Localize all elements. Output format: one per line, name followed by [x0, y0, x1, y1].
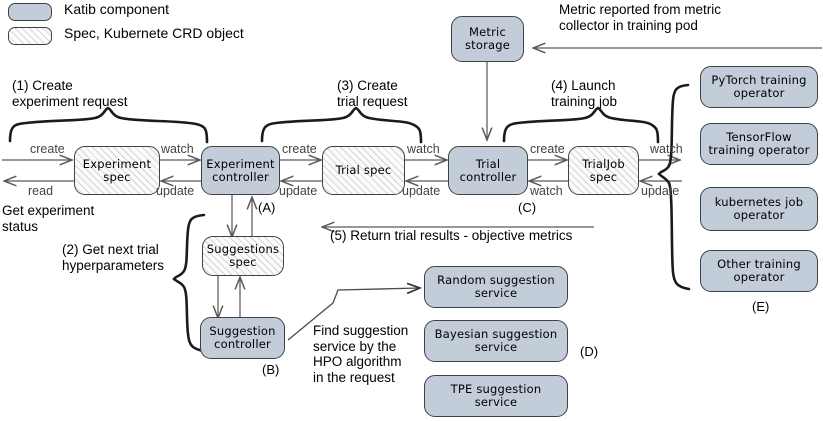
node-suggestion-controller-label: Suggestion controller: [209, 324, 276, 351]
node-other-training-operator-label: Other training operator: [717, 257, 801, 284]
edge-label-update-3: update: [402, 184, 441, 198]
annotation-step4: (4) Launch training job: [551, 78, 618, 109]
node-trial-controller-label: Trial controller: [459, 156, 517, 184]
annotation-find-suggestion-service: Find suggestion service by the HPO algor…: [313, 323, 409, 385]
node-tensorflow-training-operator[interactable]: TensorFlow training operator: [700, 123, 818, 165]
node-metric-storage[interactable]: Metric storage: [451, 16, 524, 62]
node-suggestions-spec-label: Suggestions spec: [206, 242, 280, 269]
node-random-suggestion-service-label: Random suggestion service: [437, 273, 555, 300]
node-random-suggestion-service[interactable]: Random suggestion service: [424, 266, 568, 308]
node-experiment-controller-label: Experiment controller: [206, 156, 275, 184]
node-kubernetes-job-operator[interactable]: kubernetes job operator: [700, 187, 818, 231]
node-pytorch-training-operator[interactable]: PyTorch training operator: [700, 66, 818, 108]
tag-e: (E): [752, 299, 770, 314]
legend-swatch-katib-component: [8, 3, 52, 21]
node-tensorflow-training-operator-label: TensorFlow training operator: [708, 130, 810, 157]
tag-b: (B): [262, 362, 280, 377]
node-trialjob-spec[interactable]: TrialJob spec: [568, 146, 639, 195]
annotation-step5: (5) Return trial results - objective met…: [330, 228, 573, 243]
node-metric-storage-label: Metric storage: [464, 25, 511, 52]
annotation-step3: (3) Create trial request: [337, 78, 408, 109]
node-bayesian-suggestion-service[interactable]: Bayesian suggestion service: [424, 320, 568, 362]
annotation-get-experiment-status: Get experiment status: [2, 203, 95, 234]
legend-label-katib-component: Katib component: [64, 1, 170, 17]
edge-label-update-1: update: [156, 184, 195, 198]
edge-label-create-2: create: [282, 142, 317, 156]
tag-c: (C): [518, 200, 537, 215]
node-suggestion-controller[interactable]: Suggestion controller: [200, 317, 285, 359]
node-experiment-spec[interactable]: Experiment spec: [74, 146, 160, 195]
node-tpe-suggestion-service-label: TPE suggestion service: [450, 382, 542, 409]
edge-label-watch-3: watch: [530, 184, 563, 198]
annotation-metric-reported: Metric reported from metric collector in…: [559, 2, 722, 33]
edge-label-update-2: update: [279, 184, 318, 198]
node-trialjob-spec-label: TrialJob spec: [582, 156, 625, 184]
node-experiment-controller[interactable]: Experiment controller: [201, 146, 280, 195]
annotation-step2: (2) Get next trial hyperparameters: [62, 242, 165, 273]
node-suggestions-spec[interactable]: Suggestions spec: [202, 236, 284, 276]
node-tpe-suggestion-service[interactable]: TPE suggestion service: [424, 375, 568, 417]
edge-label-read-1: read: [28, 184, 54, 198]
legend-swatch-spec-crd: [8, 27, 52, 45]
node-other-training-operator[interactable]: Other training operator: [700, 250, 818, 292]
node-trial-spec-label: Trial spec: [335, 163, 392, 177]
node-trial-controller[interactable]: Trial controller: [448, 146, 528, 195]
edge-label-update-4: update: [641, 184, 680, 198]
edge-label-watch-1: watch: [161, 142, 194, 156]
node-experiment-spec-label: Experiment spec: [82, 156, 152, 184]
node-pytorch-training-operator-label: PyTorch training operator: [711, 73, 807, 100]
edge-label-watch-4: watch: [650, 142, 683, 156]
edge-label-create-1: create: [30, 142, 65, 156]
tag-a: (A): [258, 200, 276, 215]
node-kubernetes-job-operator-label: kubernetes job operator: [714, 195, 804, 222]
annotation-step1: (1) Create experiment request: [12, 78, 128, 109]
edge-label-watch-2: watch: [407, 142, 440, 156]
node-bayesian-suggestion-service-label: Bayesian suggestion service: [434, 327, 558, 354]
edge-label-create-3: create: [530, 142, 565, 156]
tag-d: (D): [580, 344, 599, 359]
node-trial-spec[interactable]: Trial spec: [322, 146, 405, 195]
legend-label-spec-crd: Spec, Kubernete CRD object: [64, 25, 244, 41]
